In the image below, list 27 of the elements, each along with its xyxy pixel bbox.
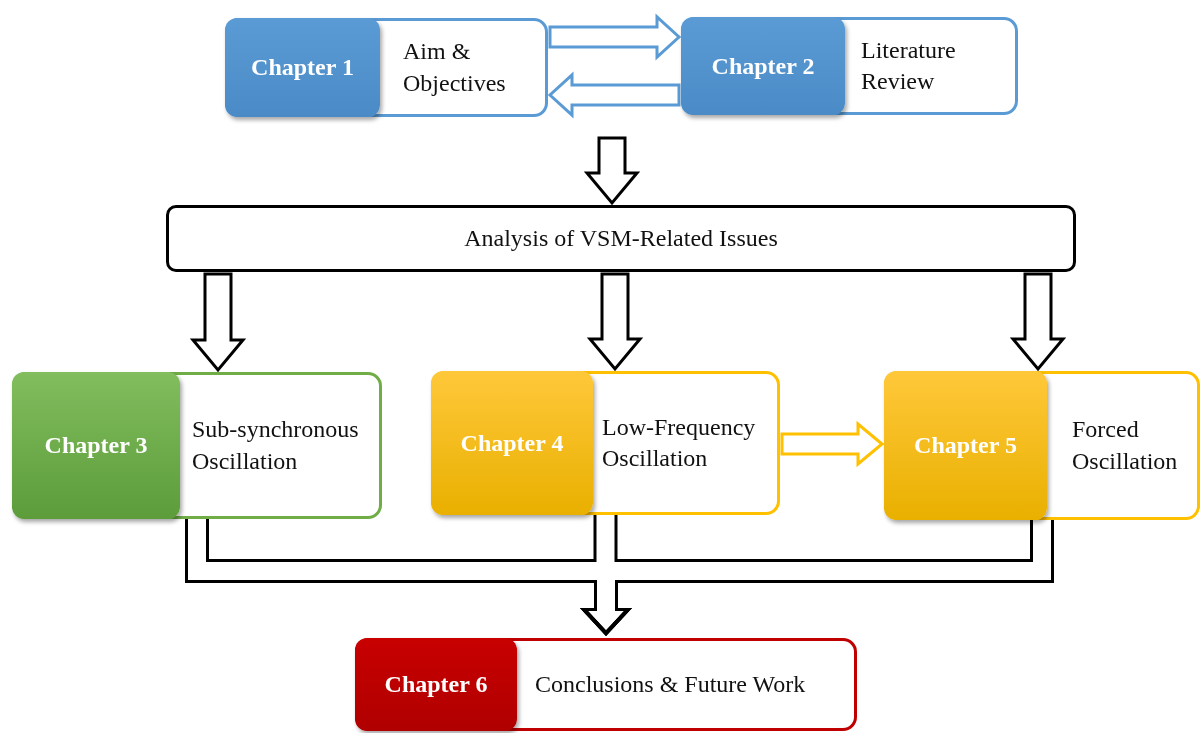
chapter-tab: Chapter 5 bbox=[884, 371, 1047, 520]
chapter-topic: Forced Oscillation bbox=[1072, 415, 1179, 476]
chapter-card bbox=[884, 371, 1200, 520]
chapter-card bbox=[12, 372, 382, 519]
chapter-topic: Sub-synchronous Oscillation bbox=[192, 415, 360, 476]
chapter-tab: Chapter 4 bbox=[431, 371, 593, 515]
block-arrow bbox=[189, 272, 247, 373]
chapter-card bbox=[355, 638, 857, 731]
chapter-topic: Conclusions & Future Work bbox=[535, 669, 807, 699]
chapter-card bbox=[431, 371, 780, 515]
process-box bbox=[166, 205, 1076, 272]
block-arrow bbox=[1009, 272, 1067, 372]
chapter-tab: Chapter 1 bbox=[225, 18, 380, 117]
chapter-tab: Chapter 2 bbox=[681, 17, 845, 115]
box-title: Analysis of VSM-Related Issues bbox=[464, 225, 778, 252]
chapter-tab: Chapter 3 bbox=[12, 372, 180, 519]
chapter-card bbox=[225, 18, 548, 117]
chapter-tab: Chapter 6 bbox=[355, 638, 517, 731]
block-arrow bbox=[547, 71, 681, 119]
block-arrow bbox=[548, 13, 682, 61]
chapter-card bbox=[681, 17, 1018, 115]
chapter-topic: Aim & Objectives bbox=[403, 37, 507, 98]
block-arrow bbox=[780, 420, 885, 468]
block-arrow bbox=[586, 272, 644, 372]
chapter-topic: Literature Review bbox=[861, 35, 957, 96]
chapter-topic: Low-Frequency Oscillation bbox=[602, 412, 757, 473]
block-arrow bbox=[583, 136, 641, 206]
